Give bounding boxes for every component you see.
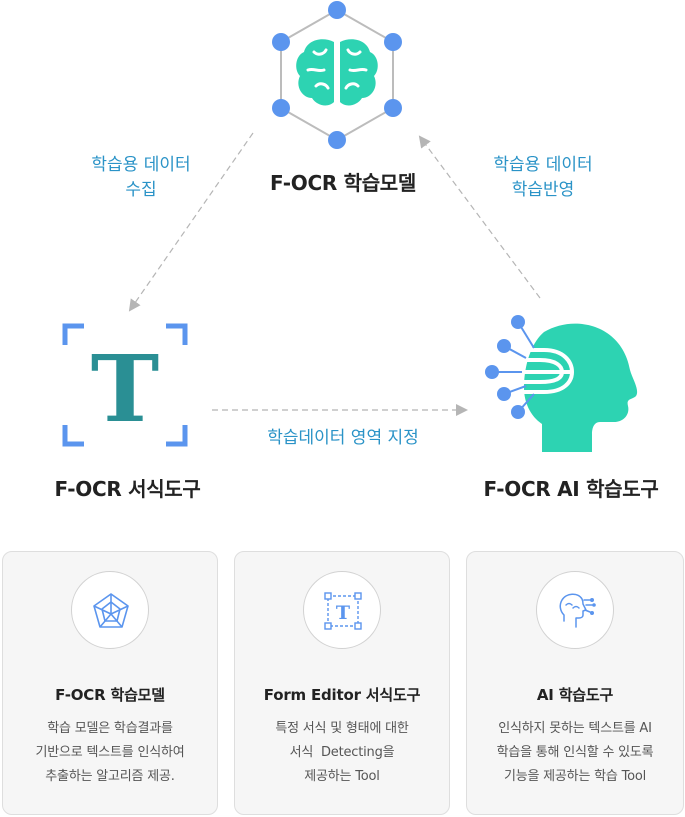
card-desc-line: 추출하는 알고리즘 제공. — [45, 769, 175, 784]
card-ai-tool: AI 학습도구 인식하지 못하는 텍스트를 AI 학습을 통해 인식할 수 있도… — [466, 551, 684, 815]
card-form-editor: T Form Editor 서식도구 특정 서식 및 형태에 대한 서식 Det… — [234, 551, 450, 815]
arrow-ai-tool-to-model — [418, 135, 541, 299]
node-title-ai-tool: F-OCR AI 학습도구 — [483, 477, 659, 501]
card-learning-model: F-OCR 학습모델 학습 모델은 학습결과를 기반으로 텍스트를 인식하여 추… — [2, 551, 218, 815]
brain-network-icon — [272, 1, 402, 149]
ai-head-icon — [485, 315, 638, 452]
edge-label-collect: 학습용 데이터 수집 — [70, 153, 212, 203]
edge-label-line: 학습용 데이터 — [91, 155, 191, 175]
edge-label-reflect: 학습용 데이터 학습반영 — [472, 153, 614, 203]
card-icon-circle: T — [303, 571, 381, 649]
card-desc-line: 서식 Detecting을 — [289, 745, 395, 760]
svg-text:T: T — [91, 335, 159, 443]
edge-label-line: 수집 — [125, 180, 157, 200]
svg-text:T: T — [336, 602, 350, 624]
pentagon-radar-icon — [93, 593, 129, 628]
text-box-icon: T — [324, 592, 362, 630]
edge-label-line: 학습반영 — [511, 180, 575, 200]
card-desc-line: 기반으로 텍스트를 인식하여 — [35, 745, 185, 760]
edge-label-area: 학습데이터 영역 지정 — [267, 428, 419, 448]
card-desc-line: 특정 서식 및 형태에 대한 — [275, 721, 409, 736]
node-title-model: F-OCR 학습모델 — [270, 171, 416, 195]
head-circuit-icon — [559, 593, 596, 628]
card-title: Form Editor 서식도구 — [263, 686, 421, 704]
node-title-form-tool: F-OCR 서식도구 — [54, 477, 201, 501]
card-desc-line: 인식하지 못하는 텍스트를 AI — [498, 721, 652, 736]
card-title: F-OCR 학습모델 — [55, 686, 165, 704]
card-description: 특정 서식 및 형태에 대한 서식 Detecting을 제공하는 Tool — [235, 717, 449, 789]
card-description: 학습 모델은 학습결과를 기반으로 텍스트를 인식하여 추출하는 알고리즘 제공… — [3, 717, 217, 789]
text-frame-icon: T — [62, 323, 188, 447]
connector-arrows — [128, 132, 541, 416]
edge-label-line: 학습용 데이터 — [493, 155, 593, 175]
arrow-model-to-form-tool — [128, 132, 254, 312]
card-icon-circle — [536, 571, 614, 649]
card-desc-line: 학습을 통해 인식할 수 있도록 — [496, 745, 654, 760]
card-description: 인식하지 못하는 텍스트를 AI 학습을 통해 인식할 수 있도록 기능을 제공… — [467, 717, 683, 789]
card-icon-circle — [71, 571, 149, 649]
card-desc-line: 학습 모델은 학습결과를 — [47, 721, 173, 736]
card-desc-line: 기능을 제공하는 학습 Tool — [503, 769, 647, 784]
card-title: AI 학습도구 — [536, 686, 614, 704]
card-desc-line: 제공하는 Tool — [304, 769, 380, 784]
